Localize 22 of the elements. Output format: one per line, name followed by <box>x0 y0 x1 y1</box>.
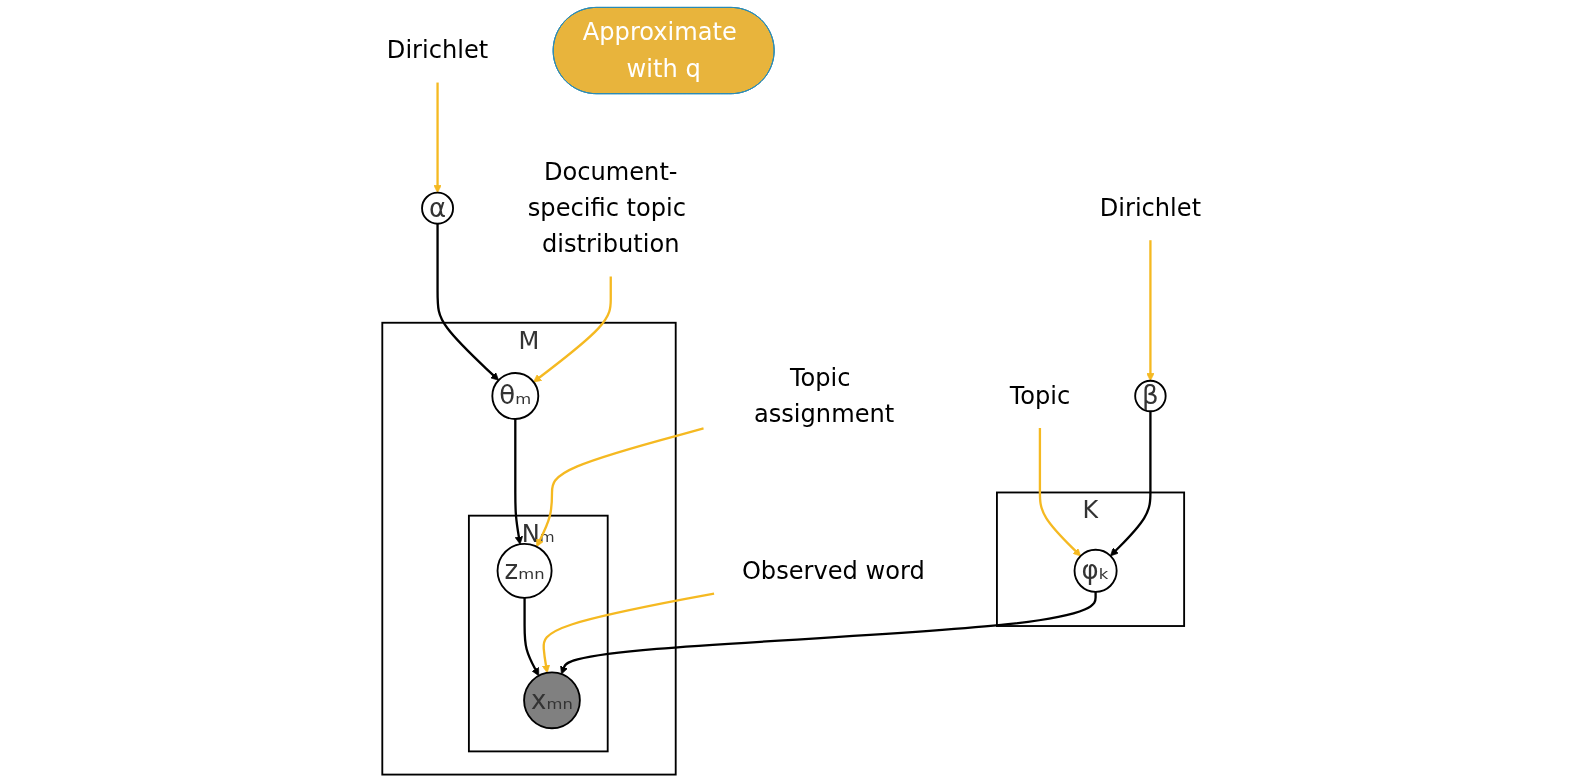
node-circle: φₖ <box>1073 548 1118 593</box>
arrow <box>1146 240 1155 382</box>
node-circle: θₘ <box>491 372 540 420</box>
arrow <box>433 82 442 194</box>
arrow <box>536 427 704 547</box>
arrow <box>1110 411 1152 557</box>
node-text: Dirichlet <box>1099 193 1202 222</box>
node-text: Document-specific topic distribution <box>527 157 687 258</box>
node-circle: α <box>421 191 454 225</box>
node-circle: zₘₙ <box>496 542 553 599</box>
arrow <box>514 419 523 545</box>
arrow <box>436 223 499 381</box>
node-text: Dirichlet <box>386 36 489 64</box>
arrow <box>523 597 540 677</box>
node-text: Topic assignment <box>753 363 895 428</box>
arrow <box>541 592 715 674</box>
arrow <box>1038 428 1082 557</box>
node-text: Observed word <box>741 556 925 585</box>
node-circle: β <box>1134 379 1167 413</box>
node-circle: xₘₙ <box>523 671 581 730</box>
arrow <box>533 276 612 383</box>
node-text: Topic <box>1009 381 1071 410</box>
